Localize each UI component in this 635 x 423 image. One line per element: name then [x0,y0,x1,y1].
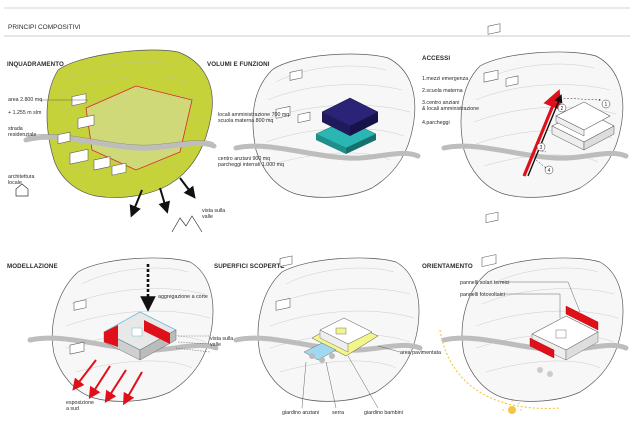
area-label: area 2.800 mq [8,97,42,103]
altitude-label: + 1.255 m slm [8,110,42,116]
garden-children-label: giardino bambini [364,410,403,416]
access-legend: 1.mezzi emergenza 2.scuola materna 3.cen… [422,76,479,126]
sun-path [439,329,561,410]
legend-item-2: 2.scuola materna [422,88,463,94]
panel-volumi: VOLUMI E FUNZIONI locali amministrazione… [207,53,421,198]
panel-orientamento: ORIENTAMENTO [422,211,629,414]
court-label: aggregazione a corte [158,294,208,300]
paved-area-label: area pavimentata [400,350,441,356]
court-building [529,305,599,361]
mountain-icon [171,215,203,233]
trees [537,367,553,377]
panel-title: MODELLAZIONE [7,263,58,270]
court-building [103,311,177,361]
page-title: PRINCIPI COMPOSITIVI [8,24,81,31]
marker-3: 3 [540,145,543,151]
existing-buildings [57,93,127,176]
pv-panels-label: pannelli fotovoltaici [460,292,505,298]
stacked-volumes [551,101,615,151]
view-leaders [175,335,211,353]
marker-1: 1 [605,102,608,108]
legend-item-4: 4.parcheggi [422,120,450,126]
panel-superfici: SUPERFICI SCOPERTE area pavimentata [214,255,441,416]
thermal-panels-label: pannelli solari termici [460,280,509,286]
panel-modellazione: MODELLAZIONE aggregazione a corte vista … [7,257,233,412]
sun-icon [502,400,522,414]
marker-2: 2 [561,106,564,112]
panel-leaders [500,281,581,318]
legend-item-3: 3.centro anziani& locali amministrazione [422,100,479,112]
trees [309,353,335,363]
volume-upper [321,97,379,136]
panel-title: ORIENTAMENTO [422,263,473,270]
legend-item-1: 1.mezzi emergenza [422,76,468,82]
panel-title: ACCESSI [422,55,450,62]
access-markers: 1 2 3 4 [536,99,611,175]
house-icon [15,183,29,197]
panel-title: SUPERFICI SCOPERTE [214,263,285,270]
panel-title: INQUADRAMENTO [7,61,64,68]
garden-elderly-label: giardino anziani [282,410,319,416]
south-arrows [72,359,143,406]
view-arrows [129,177,196,218]
court-building [319,317,373,353]
garden-leaders [301,355,379,409]
panel-title: VOLUMI E FUNZIONI [207,61,270,68]
terrain-outline [460,51,624,198]
panel-accessi: ACCESSI 1 2 [422,23,629,198]
greenhouse-label: serra [332,410,344,416]
header: PRINCIPI COMPOSITIVI [4,7,630,37]
marker-4: 4 [548,168,551,174]
